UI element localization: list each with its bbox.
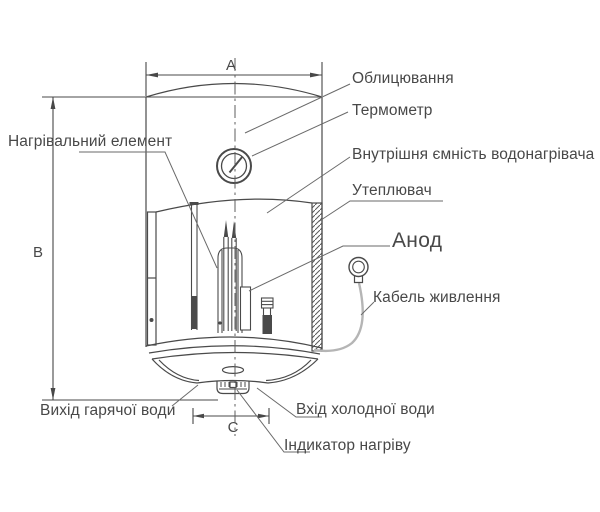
inner-tank-bottom [145,336,323,349]
thermometer-outer-ring [216,148,252,184]
power-plug [348,256,369,278]
skirt-right-outer [267,358,319,384]
leader-anode [248,245,390,292]
power-plug-inner [352,260,365,274]
label-cold-water-inlet: Вхід холодної води [296,401,435,418]
label-power-cable: Кабель живлення [373,289,500,306]
inner-tank-top [155,198,313,213]
label-heating-element: Нагрівальний елемент [8,133,172,150]
dim-c-label: C [228,419,239,436]
leader-insulation [317,200,443,223]
leader-hot-water [171,384,199,407]
skirt-left-outer [151,358,198,384]
heating-indicator-window [229,381,237,389]
leader-thermometer [251,111,349,157]
label-heating-indicator: Індикатор нагріву [284,437,411,454]
leader-inner-tank [266,156,351,214]
label-cladding: Облицювання [352,70,454,87]
element-bolt [218,321,222,325]
label-thermometer: Термометр [352,102,433,119]
dim-b-arrow-bottom [50,388,56,400]
drain-fitting [260,297,274,334]
dim-a-label: A [226,57,236,74]
skirt-bottom-face [196,379,269,384]
anode-rod [239,286,252,331]
skirt-right-inner [265,359,312,382]
label-anode: Анод [392,229,442,252]
power-plug-neck [353,275,364,284]
thermostat-sensor [191,296,198,329]
bottom-cap [216,381,250,395]
label-inner-tank: Внутрішня ємність водонагрівача [352,146,595,163]
thermometer-dial [216,148,252,184]
dim-b-arrow-top [50,97,56,109]
internals [189,202,274,334]
heating-element-tube [217,247,243,333]
leader-cladding [244,83,351,134]
label-insulation: Утеплювач [352,182,432,199]
dimension-b [42,96,322,401]
power-cable-assembly [313,256,369,353]
leader-heating-element [79,151,218,269]
thermostat-tube-top [189,202,199,205]
dim-a-arrow-left [146,72,158,78]
left-wall-fastener [149,318,154,322]
bottom-cap-ribs [220,382,246,387]
leader-power-cable [360,301,375,316]
insulation-strip [311,202,323,352]
leader-indicator [236,389,310,453]
label-hot-water-outlet: Вихід гарячої води [40,402,175,419]
leader-cold-water [256,387,322,418]
top-dome [145,82,323,98]
dim-c-arrow-right [258,413,269,419]
dimension-a [145,62,323,96]
skirt-oval [221,366,245,375]
skirt-left-inner [158,359,200,382]
thermometer-needle [228,155,244,174]
leader-lines [79,83,443,453]
heater-body [145,82,323,395]
thermometer-inner-ring [220,152,248,180]
dim-c-arrow-left [193,413,204,419]
dim-b-label: B [33,244,43,261]
heating-element-rods [223,220,237,331]
dim-a-arrow-right [310,72,322,78]
power-cable [313,282,364,353]
